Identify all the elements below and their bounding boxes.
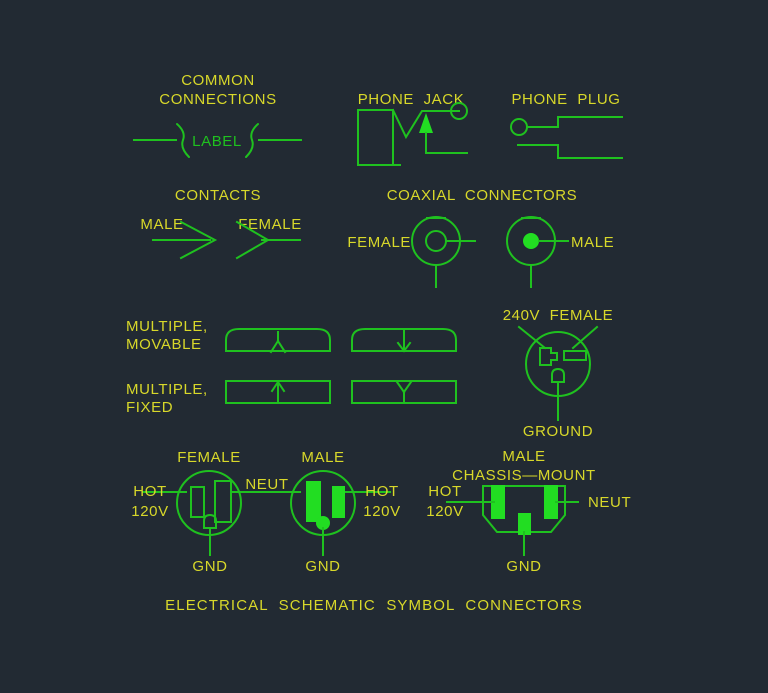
female-120v-heading: FEMALE	[177, 449, 241, 466]
group-multiple-movable: MULTIPLE, MOVABLE	[126, 318, 457, 354]
group-multiple-fixed: MULTIPLE, FIXED	[126, 380, 457, 416]
phone-jack-heading: PHONE JACK	[358, 91, 465, 108]
chassis-mount-hot-label-line1: HOT	[428, 483, 461, 500]
contacts-female-label: FEMALE	[238, 216, 302, 233]
coaxial-female-center-socket	[425, 230, 447, 252]
phone-plug-heading: PHONE PLUG	[511, 91, 620, 108]
multiple-fixed-label-line1: MULTIPLE,	[126, 381, 208, 398]
multiple-movable-right-glyph	[396, 329, 412, 353]
common-connections-right-brace	[245, 123, 259, 158]
chassis-mount-heading-line1: MALE	[502, 448, 545, 465]
phone-plug-sleeve-conductor	[517, 144, 623, 159]
female-120v-ground-slot	[203, 513, 217, 529]
phone-plug-tip-conductor	[526, 116, 623, 128]
chassis-mount-hot-blade	[491, 485, 505, 519]
contacts-male-arrowhead	[179, 220, 218, 260]
female-120v-hot-slot	[190, 486, 205, 518]
chassis-mount-ground-label: GND	[506, 558, 541, 575]
coaxial-male-label: MALE	[571, 234, 614, 251]
outlet-240v-right-slot	[563, 350, 587, 361]
male-120v-hot-label-line2: 120V	[363, 503, 400, 520]
common-connections-heading-line1: COMMON	[181, 72, 255, 89]
group-coaxial-connectors: COAXIAL CONNECTORS FEMALE MALE	[347, 187, 614, 288]
multiple-fixed-left-glyph	[270, 380, 286, 403]
phone-jack-tip-terminal	[450, 102, 468, 120]
common-connections-left-brace	[176, 123, 190, 158]
multiple-movable-left-glyph	[269, 331, 287, 354]
chassis-mount-hot-label-line2: 120V	[426, 503, 463, 520]
phone-plug-tip-terminal	[510, 118, 528, 136]
multiple-movable-label-line1: MULTIPLE,	[126, 318, 208, 335]
common-connections-heading-line2: CONNECTIONS	[159, 91, 276, 108]
coaxial-male-center-pin	[523, 233, 539, 249]
male-120v-hot-label-line1: HOT	[365, 483, 398, 500]
multiple-movable-right-body	[351, 328, 457, 352]
group-common-connections: COMMON CONNECTIONS LABEL	[133, 72, 302, 158]
chassis-mount-body	[482, 485, 566, 533]
outlet-240v-ground-label: GROUND	[523, 423, 593, 440]
coaxial-female-label: FEMALE	[347, 234, 411, 251]
phone-jack-spring-contact	[391, 108, 460, 140]
common-connections-inline-label: LABEL	[192, 133, 242, 150]
multiple-fixed-right-glyph	[395, 380, 413, 403]
group-240v-female-outlet: 240V FEMALE GROUND	[503, 307, 614, 440]
chassis-mount-ground-blade	[518, 513, 531, 535]
phone-jack-ring-triangle	[419, 113, 433, 133]
coaxial-heading: COAXIAL CONNECTORS	[387, 187, 578, 204]
male-120v-ground-label: GND	[305, 558, 340, 575]
female-120v-hot-label-line2: 120V	[131, 503, 168, 520]
group-male-chassis-mount: MALE CHASSIS—MOUNT HOT 120V NEUT GND	[426, 448, 631, 575]
female-120v-hot-label-line1: HOT	[133, 483, 166, 500]
group-120v-male: MALE HOT 120V GND	[279, 449, 400, 575]
contacts-male-label: MALE	[140, 216, 183, 233]
chassis-mount-heading-line2: CHASSIS—MOUNT	[452, 467, 596, 484]
group-120v-female: FEMALE HOT 120V NEUT GND	[131, 449, 288, 575]
male-120v-ground-pin	[316, 516, 330, 530]
phone-jack-sleeve-body	[357, 109, 394, 166]
multiple-fixed-label-line2: FIXED	[126, 399, 173, 416]
outlet-240v-left-slot	[539, 347, 558, 366]
female-120v-neutral-slot	[214, 480, 232, 523]
group-phone-jack: PHONE JACK	[357, 91, 468, 166]
male-120v-hot-blade	[332, 486, 345, 518]
male-120v-neutral-blade	[306, 481, 321, 522]
female-120v-ground-label: GND	[192, 558, 227, 575]
multiple-movable-left-body	[225, 328, 331, 352]
chassis-mount-neutral-blade	[544, 485, 558, 519]
phone-jack-ring-lead	[425, 132, 468, 154]
group-contacts: CONTACTS MALE FEMALE	[140, 187, 302, 260]
outlet-240v-right-leader	[571, 325, 599, 350]
outlet-240v-ground-slot	[551, 367, 565, 383]
sheet-title: ELECTRICAL SCHEMATIC SYMBOL CONNECTORS	[165, 597, 583, 614]
contacts-heading: CONTACTS	[175, 187, 261, 204]
multiple-movable-label-line2: MOVABLE	[126, 336, 202, 353]
male-120v-heading: MALE	[301, 449, 344, 466]
chassis-mount-neutral-label: NEUT	[588, 494, 631, 511]
female-120v-neutral-label: NEUT	[245, 476, 288, 493]
outlet-240v-heading: 240V FEMALE	[503, 307, 614, 324]
outlet-240v-left-leader	[517, 325, 547, 350]
group-phone-plug: PHONE PLUG	[510, 91, 623, 159]
